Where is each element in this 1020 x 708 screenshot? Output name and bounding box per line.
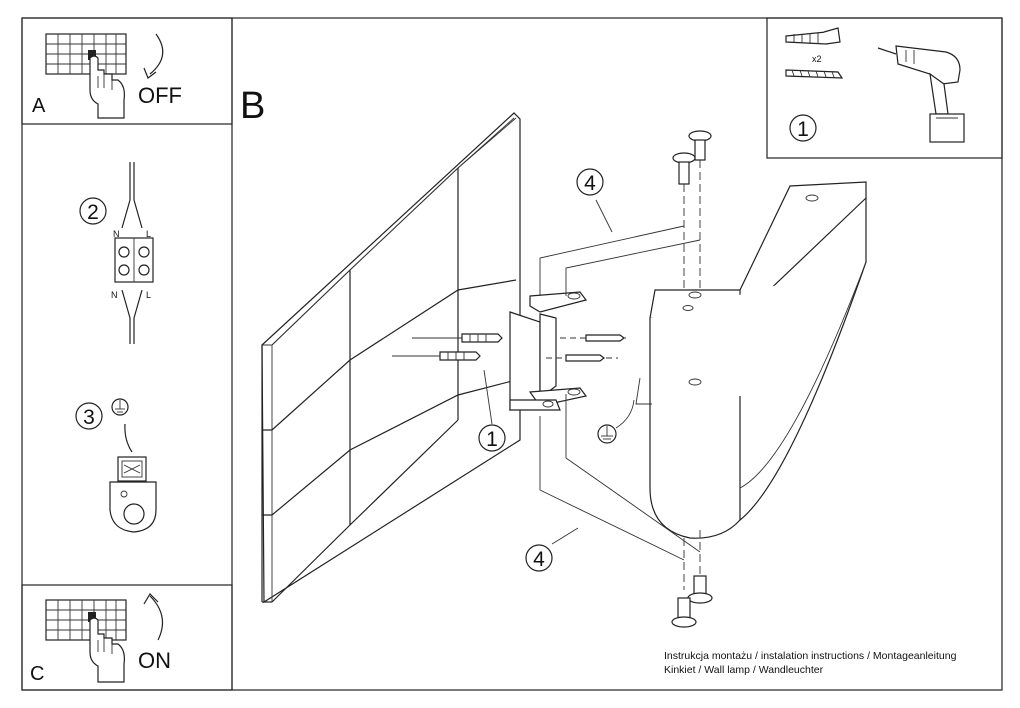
callout-4-top-number: 4 — [584, 172, 596, 195]
top-screws — [672, 130, 712, 296]
wire-l-bottom: L — [146, 290, 151, 300]
drill-icon — [877, 45, 965, 143]
callout-4-bottom-number: 4 — [533, 548, 545, 571]
wire-n-top: N — [113, 229, 120, 239]
wall-plug-icon — [785, 27, 841, 45]
wire-connector-icon — [114, 162, 154, 344]
hand-switch-icon — [89, 55, 125, 119]
caption-line-1: Instrukcja montażu / instalation instruc… — [664, 650, 957, 662]
wall-anchor-screws — [392, 333, 503, 361]
earth-symbol-icon — [111, 398, 129, 416]
callout-4-bottom-badge — [525, 544, 553, 572]
tools-box — [766, 17, 1003, 159]
earth-terminal-icon — [109, 423, 157, 533]
step-3-number: 3 — [83, 406, 95, 429]
tools-multiplier: x2 — [812, 54, 822, 64]
breaker-panel-on-icon — [45, 599, 127, 641]
callout-1-number: 1 — [486, 428, 498, 451]
callout-4-top-badge — [576, 168, 604, 196]
tools-step-number: 1 — [797, 118, 809, 141]
page-frame — [21, 17, 1003, 691]
step-2-badge — [79, 197, 107, 225]
panel-c-letter: C — [30, 663, 44, 685]
panel-a-box — [21, 17, 233, 125]
callout-4-bottom-leaders — [539, 394, 701, 561]
mounting-bracket — [509, 291, 588, 411]
breaker-panel-off-icon — [45, 33, 127, 75]
screw-icon — [785, 69, 844, 79]
bottom-screws — [671, 530, 713, 628]
panel-c-box — [21, 584, 233, 691]
arrow-down-icon — [143, 33, 164, 79]
tools-step-badge — [789, 114, 817, 142]
callout-1-leader — [483, 369, 493, 425]
step-3-badge — [75, 402, 103, 430]
caption-line-2: Kinkiet / Wall lamp / Wandleuchter — [664, 664, 824, 676]
panel-a-letter: A — [32, 95, 46, 117]
hand-switch-on-icon — [89, 617, 125, 683]
wire-l-top: L — [146, 229, 151, 239]
panel-c-state: ON — [138, 648, 171, 673]
panel-a-state: OFF — [138, 83, 182, 108]
wall-tiles — [261, 112, 521, 604]
arrow-up-icon — [143, 593, 164, 641]
step-2-number: 2 — [87, 201, 99, 224]
wire-n-bottom: N — [111, 290, 118, 300]
lamp-earth-icon — [597, 399, 635, 444]
bracket-screws — [546, 334, 628, 362]
wall-lamp-body — [635, 181, 867, 539]
callout-4-top-leaders — [539, 199, 701, 296]
callout-1-badge — [478, 424, 506, 452]
panel-b-letter: B — [240, 85, 265, 127]
